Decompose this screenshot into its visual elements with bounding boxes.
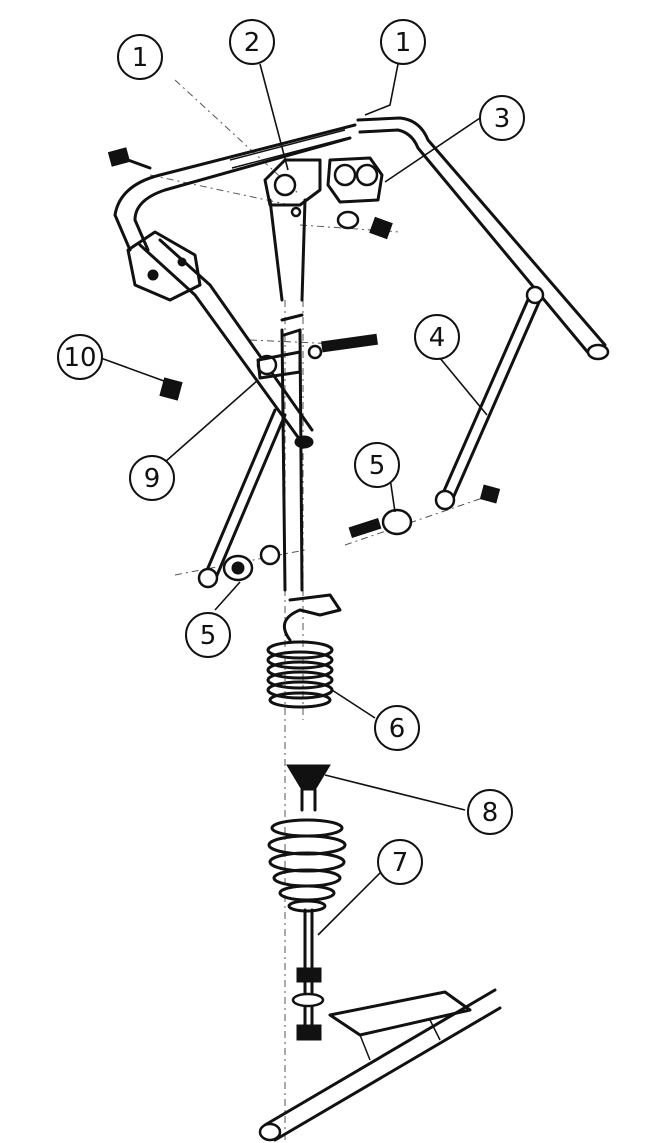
callout-1a: 1 bbox=[117, 34, 163, 80]
callout-7-label: 7 bbox=[392, 848, 409, 878]
callout-8-label: 8 bbox=[482, 798, 499, 828]
callout-3-label: 3 bbox=[494, 104, 511, 134]
callout-1a-label: 1 bbox=[132, 43, 149, 73]
callout-1b-label: 1 bbox=[395, 28, 412, 58]
threaded-stud bbox=[291, 908, 325, 1041]
callout-1b: 1 bbox=[380, 19, 426, 65]
coil-spring bbox=[266, 593, 342, 709]
callout-5a: 5 bbox=[354, 442, 400, 488]
callout-2-label: 2 bbox=[244, 28, 261, 58]
callout-4: 4 bbox=[414, 314, 460, 360]
callout-3: 3 bbox=[479, 95, 525, 141]
callout-9-label: 9 bbox=[144, 464, 161, 494]
pivot-bolt bbox=[159, 333, 378, 401]
callout-6: 6 bbox=[374, 705, 420, 751]
callout-5a-label: 5 bbox=[369, 451, 386, 481]
right-link-rod bbox=[348, 285, 545, 539]
assembly-axes bbox=[149, 79, 501, 1140]
callout-10-label: 10 bbox=[63, 343, 96, 373]
callout-6-label: 6 bbox=[389, 714, 406, 744]
bottom-tube bbox=[258, 988, 502, 1142]
left-link-rod bbox=[197, 408, 287, 589]
callout-8: 8 bbox=[467, 789, 513, 835]
callout-7: 7 bbox=[377, 839, 423, 885]
callout-5b-label: 5 bbox=[200, 621, 217, 651]
callout-4-label: 4 bbox=[429, 323, 446, 353]
callout-5b: 5 bbox=[185, 612, 231, 658]
callout-2: 2 bbox=[229, 19, 275, 65]
clamp-blocks bbox=[263, 156, 393, 240]
callout-9: 9 bbox=[129, 455, 175, 501]
handle-frame bbox=[107, 116, 610, 449]
callout-10: 10 bbox=[57, 334, 103, 380]
cone-and-bellows bbox=[267, 764, 347, 913]
